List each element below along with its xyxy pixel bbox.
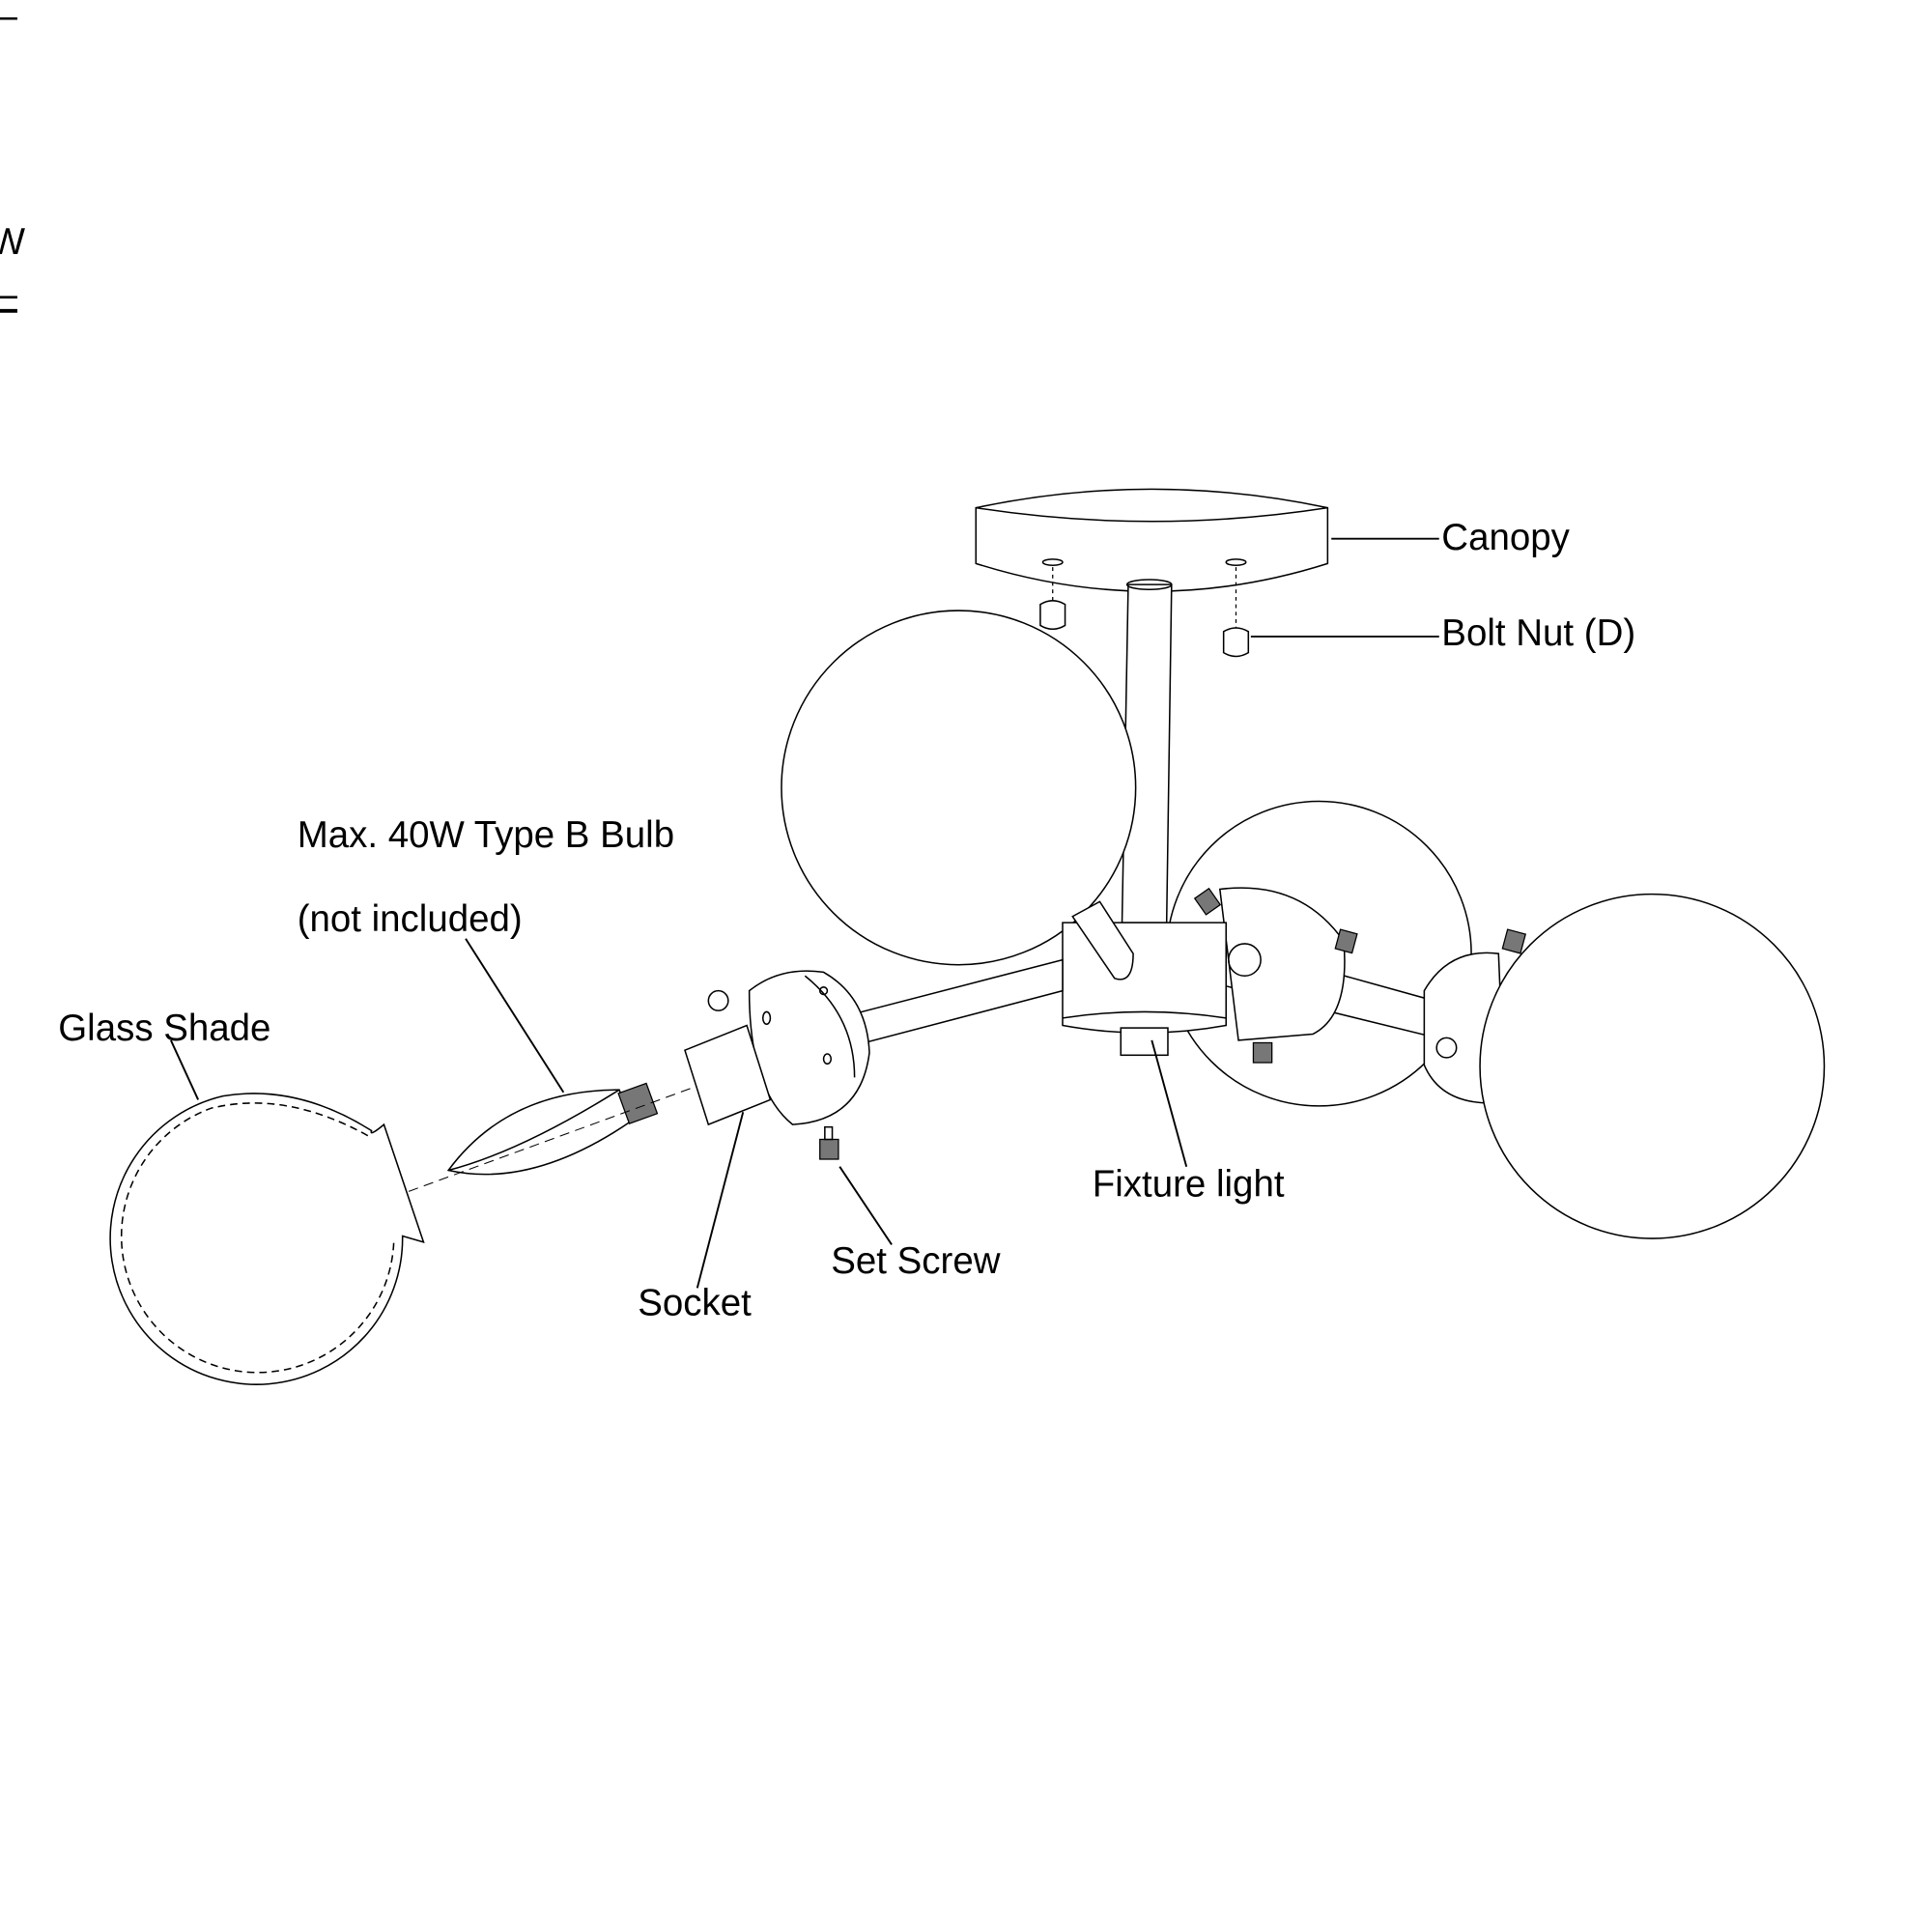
fixture-hub <box>1062 900 1228 1057</box>
label-set-screw: Set Screw <box>831 1240 1000 1282</box>
label-bolt-nut: Bolt Nut (D) <box>1441 612 1635 654</box>
label-glass-shade: Glass Shade <box>58 1008 270 1049</box>
left-arm <box>707 958 1064 1160</box>
globe-top <box>781 610 1137 966</box>
right-arm <box>1193 887 1444 1064</box>
right-light <box>1423 893 1826 1239</box>
bolt-nuts <box>1039 600 1250 658</box>
label-socket: Socket <box>638 1283 752 1324</box>
edge-text: W <box>0 221 26 263</box>
glass-shade <box>109 1093 425 1385</box>
socket <box>684 1024 772 1126</box>
bulb <box>408 1082 695 1192</box>
label-bulb-note: (not included) <box>298 898 523 940</box>
label-canopy: Canopy <box>1441 517 1570 558</box>
leader-lines <box>170 537 1439 1289</box>
canopy <box>975 488 1329 630</box>
edge-fragments: W <box>0 16 26 313</box>
label-bulb: Max. 40W Type B Bulb <box>298 814 674 856</box>
label-fixture-light: Fixture light <box>1093 1163 1285 1205</box>
globe-right <box>1479 893 1826 1239</box>
